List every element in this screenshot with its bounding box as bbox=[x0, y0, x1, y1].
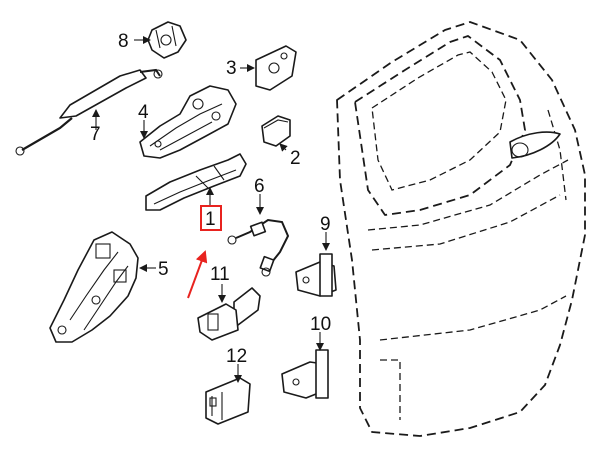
callout-6: 6 bbox=[254, 176, 265, 197]
part-11-door-check bbox=[197, 284, 261, 341]
part-3-bracket bbox=[240, 45, 297, 91]
callout-4: 4 bbox=[138, 102, 149, 123]
callout-8: 8 bbox=[118, 31, 129, 52]
part-6-lock-cable bbox=[227, 194, 290, 277]
callout-10: 10 bbox=[310, 314, 331, 335]
part-1-outside-handle bbox=[145, 153, 247, 299]
callout-5: 5 bbox=[158, 259, 169, 280]
callout-3: 3 bbox=[226, 58, 237, 79]
callout-9: 9 bbox=[320, 214, 331, 235]
part-9-upper-hinge bbox=[295, 232, 337, 297]
part-2-end-cap bbox=[261, 115, 291, 152]
part-8-bracket bbox=[134, 21, 187, 59]
red-arrow bbox=[187, 250, 208, 299]
callout-7: 7 bbox=[90, 124, 101, 145]
callout-1: 1 bbox=[205, 209, 216, 230]
part-12-seal bbox=[205, 364, 251, 425]
callout-2: 2 bbox=[290, 148, 301, 169]
callout-12: 12 bbox=[226, 346, 247, 367]
part-7-cable bbox=[15, 68, 163, 156]
part-5-lock-actuator bbox=[49, 231, 156, 343]
callout-11: 11 bbox=[210, 264, 230, 285]
part-10-lower-hinge bbox=[281, 332, 329, 399]
callout-labels: 8 3 4 7 2 6 1 9 5 11 10 12 bbox=[90, 31, 331, 367]
rear-door-outline bbox=[336, 21, 586, 437]
part-4-handle-carrier bbox=[139, 85, 237, 159]
callout-1-highlight-box bbox=[200, 205, 222, 231]
